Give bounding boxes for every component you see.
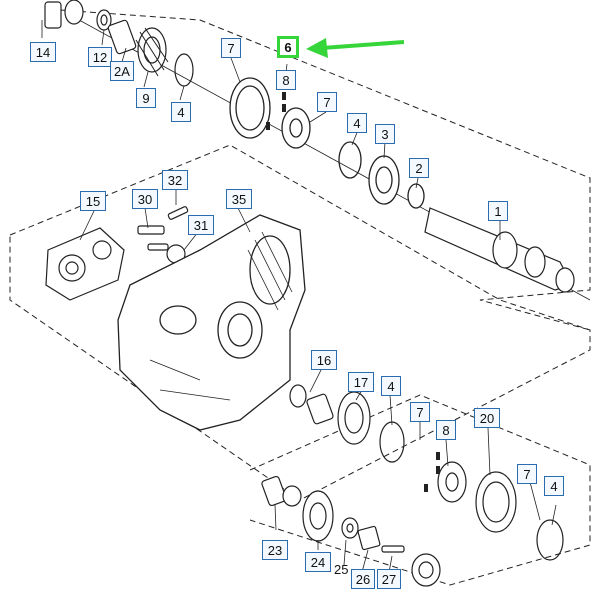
callout-26: 26 [351, 569, 375, 589]
callout-8-lower: 8 [436, 420, 456, 440]
callout-8-top: 8 [276, 70, 296, 90]
callout-9: 9 [136, 88, 156, 108]
callout-4-lower: 4 [381, 376, 401, 396]
callout-2: 2 [409, 158, 429, 178]
label-25: 25 [334, 562, 349, 577]
callout-17: 17 [348, 372, 374, 392]
callout-20: 20 [474, 408, 500, 428]
callout-15: 15 [80, 191, 106, 211]
callout-27: 27 [377, 569, 401, 589]
callout-14: 14 [30, 42, 56, 62]
callout-3: 3 [375, 124, 395, 144]
callout-30: 30 [132, 189, 158, 209]
upper-shaft-dash-outline [59, 9, 591, 331]
callout-7-top: 7 [221, 38, 241, 58]
callout-7-mid: 7 [317, 92, 337, 112]
green-arrow-icon [306, 38, 405, 58]
callout-7-lower: 7 [410, 402, 430, 422]
callout-16: 16 [311, 350, 337, 370]
callout-4-right: 4 [544, 476, 564, 496]
callout-7-right: 7 [517, 464, 537, 484]
callout-2A: 2A [110, 61, 134, 81]
callout-31: 31 [188, 215, 214, 235]
callout-4-mid: 4 [347, 113, 367, 133]
callout-1: 1 [488, 201, 508, 221]
callout-35: 35 [226, 189, 252, 209]
callout-23: 23 [262, 540, 288, 560]
callout-32: 32 [162, 170, 188, 190]
callout-6-highlighted: 6 [277, 36, 299, 58]
middle-group-dash-outline [9, 144, 591, 501]
callout-24: 24 [305, 552, 331, 572]
callout-12: 12 [88, 47, 112, 67]
callout-4-top: 4 [171, 102, 191, 122]
